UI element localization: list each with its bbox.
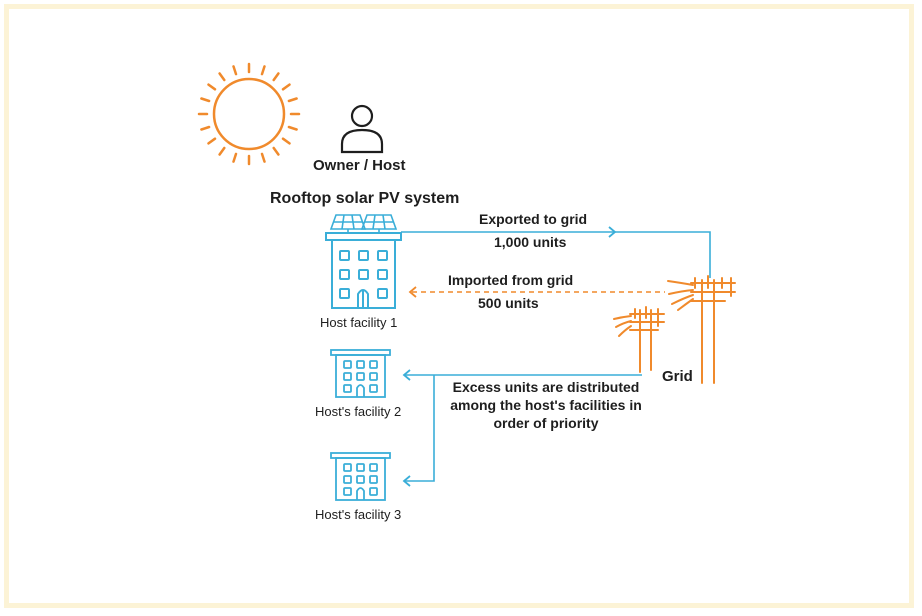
export-amount: 1,000 units — [494, 234, 567, 250]
sun-ray — [207, 83, 217, 91]
owner-label: Owner / Host — [313, 157, 406, 174]
sun-ray — [260, 65, 266, 76]
export-label: Exported to grid — [479, 211, 588, 227]
excess-note-line1: Excess units are distributed — [452, 379, 640, 395]
grid-label: Grid — [662, 368, 693, 385]
diagram-frame — [4, 4, 914, 608]
sun-ray — [272, 146, 280, 156]
solar-panel-icon — [329, 214, 398, 233]
sun-ray — [232, 152, 238, 163]
sun-ray — [287, 125, 298, 131]
sun-ray — [287, 97, 298, 103]
sun-ray — [200, 97, 211, 103]
sun-ray — [281, 137, 291, 145]
facility-1-label: Host facility 1 — [320, 315, 398, 330]
facility-3-label: Host's facility 3 — [315, 507, 402, 522]
import-connector — [408, 286, 665, 298]
import-amount: 500 units — [478, 295, 539, 311]
sun-ray — [260, 152, 266, 163]
sun-ray — [232, 65, 238, 76]
sun-ray — [200, 125, 211, 131]
sun-ray — [272, 72, 280, 82]
building-icon — [325, 232, 402, 309]
utility-pole-icon — [667, 275, 736, 384]
distribution-connector — [402, 369, 642, 487]
import-label: Imported from grid — [448, 272, 574, 288]
excess-note-line3: order of priority — [493, 415, 599, 431]
sun-icon — [197, 62, 301, 166]
building-icon — [330, 452, 391, 501]
utility-pole-icon — [613, 306, 665, 373]
excess-note-line2: among the host's facilities in — [450, 397, 642, 413]
person-icon — [340, 104, 384, 154]
sun-ray — [281, 83, 291, 91]
system-title: Rooftop solar PV system — [270, 190, 460, 207]
building-icon — [330, 349, 391, 398]
sun-ray — [218, 146, 226, 156]
sun-ray — [218, 72, 226, 82]
export-connector — [401, 226, 711, 278]
facility-2-label: Host's facility 2 — [315, 404, 402, 419]
sun-ray — [207, 137, 217, 145]
